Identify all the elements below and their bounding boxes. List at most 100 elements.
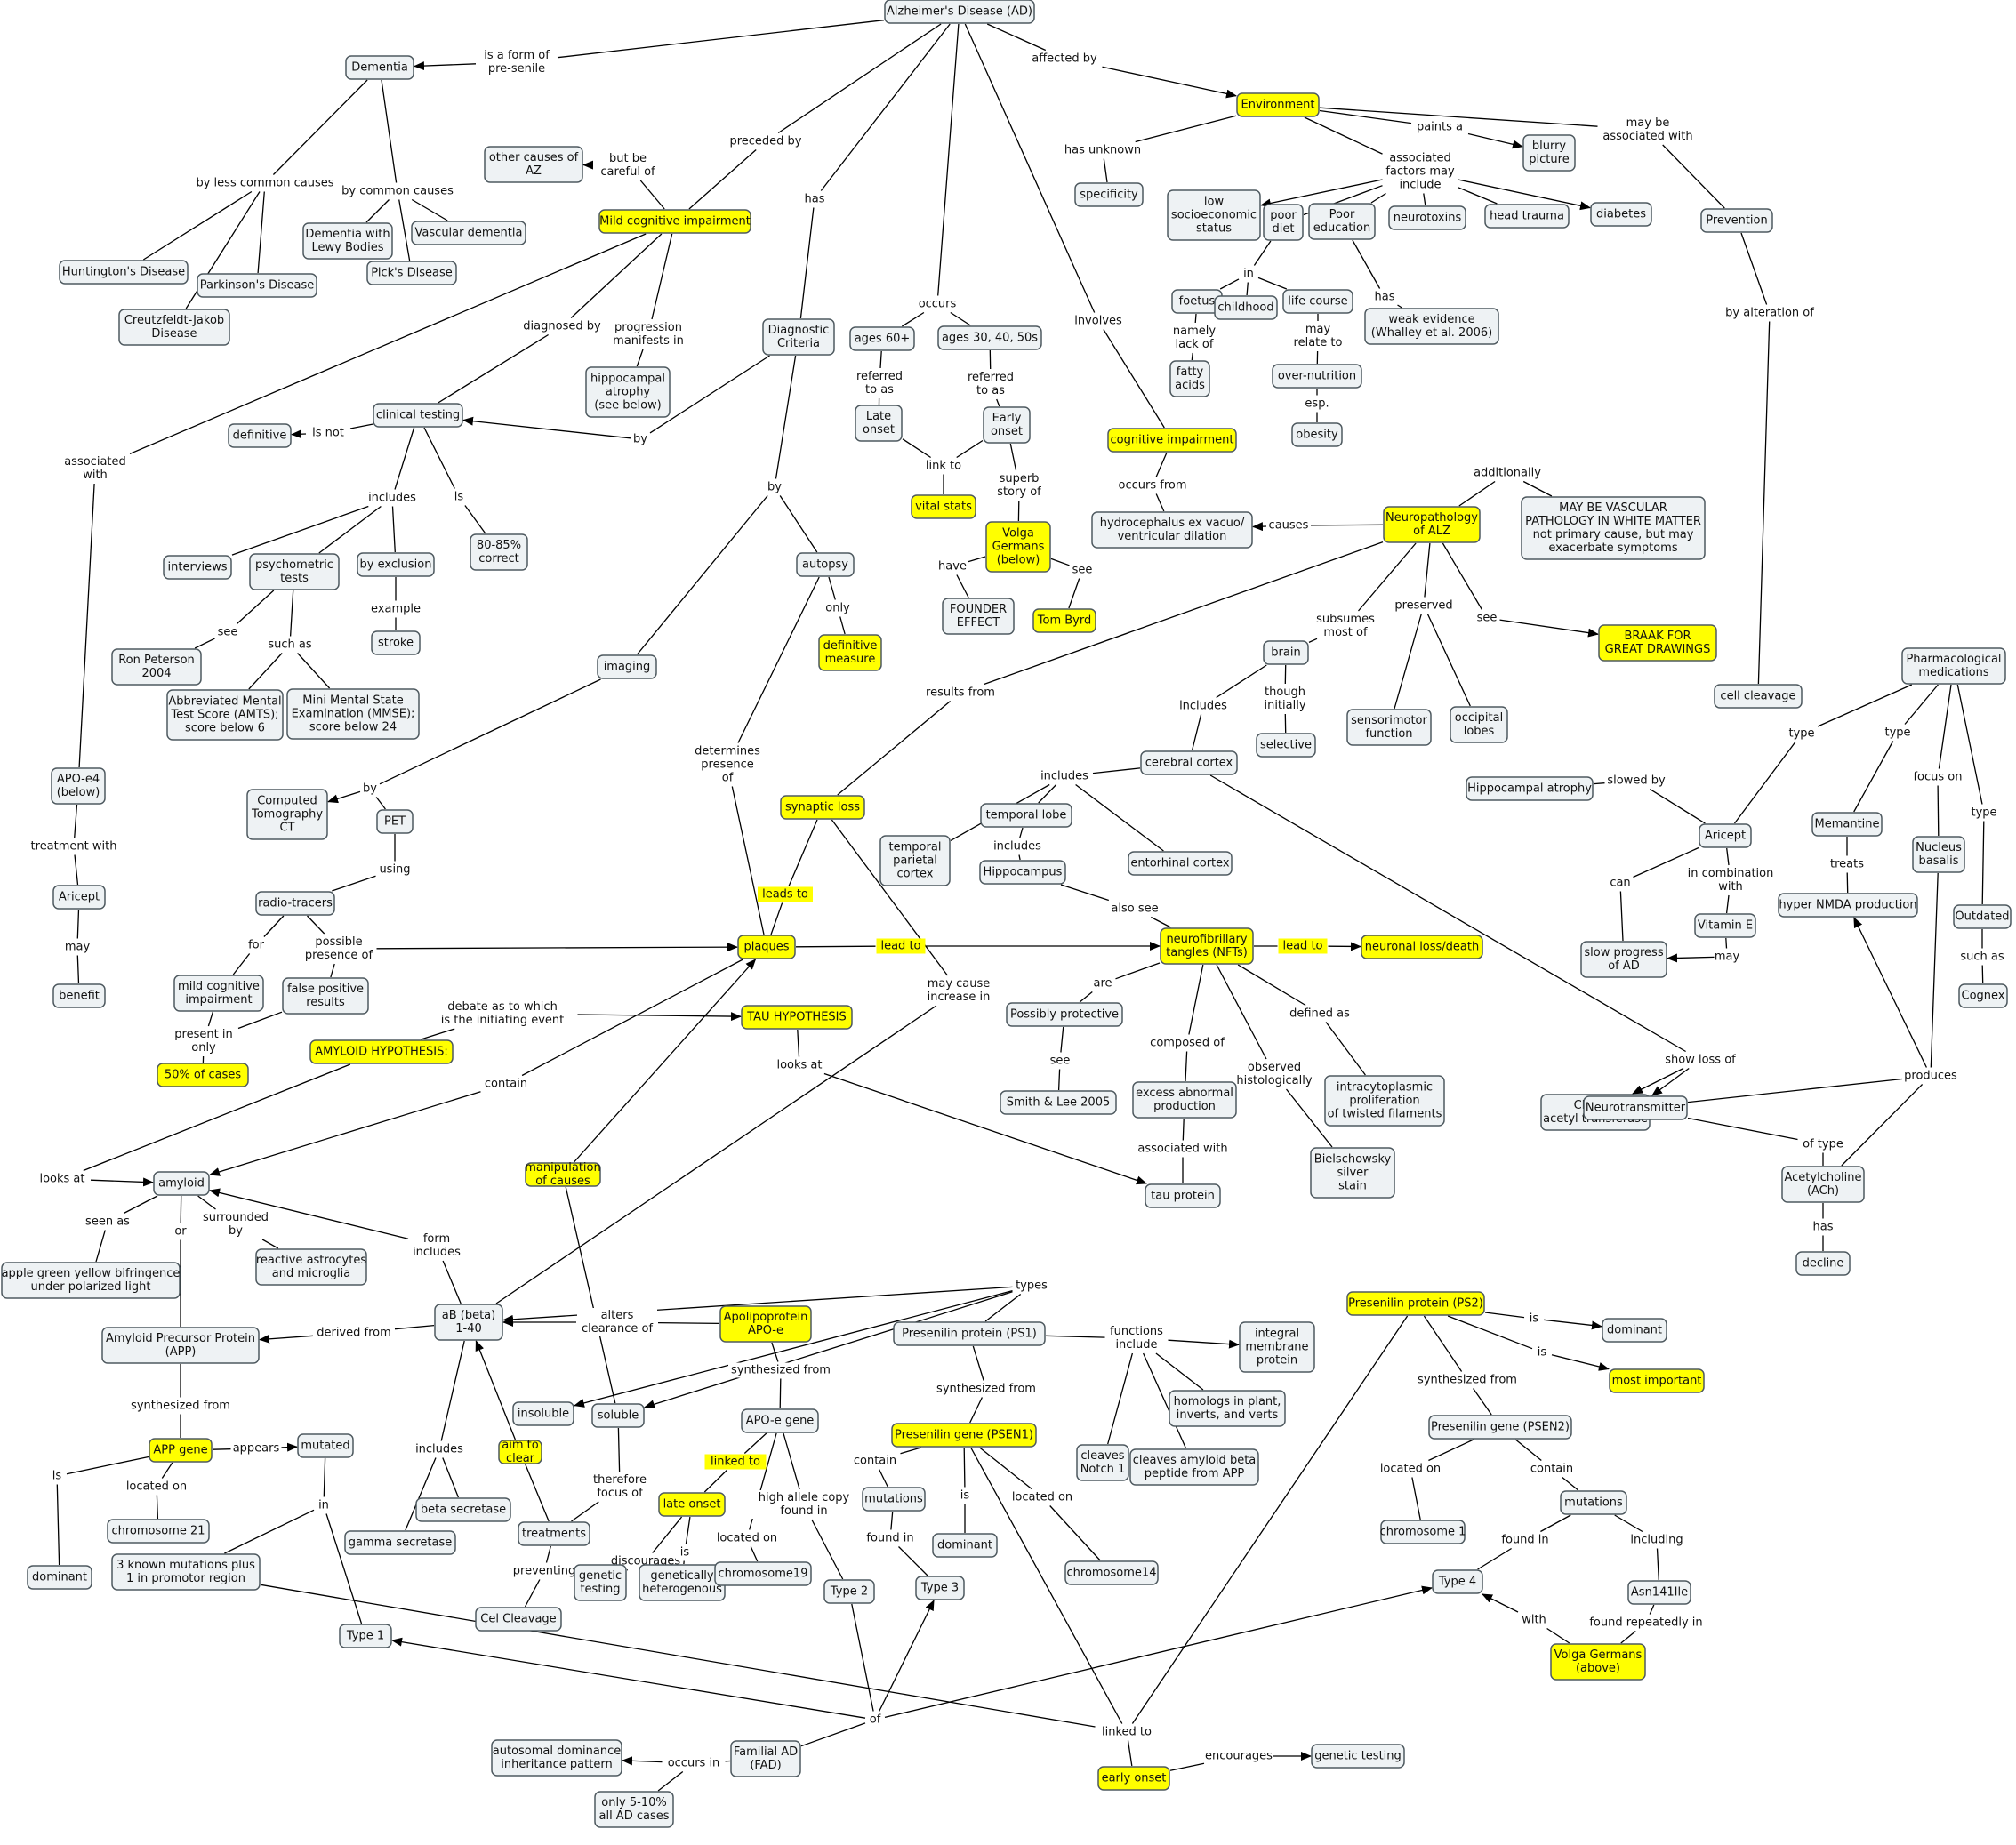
concept-imaging[interactable]: imaging [597,654,657,679]
concept-entorhinal[interactable]: entorhinal cortex [1128,851,1233,876]
concept-type4[interactable]: Type 4 [1432,1569,1483,1594]
concept-outdated[interactable]: Outdated [1953,904,2012,929]
concept-obesity[interactable]: obesity [1291,422,1343,447]
concept-fad[interactable]: Familial AD(FAD) [730,1740,801,1777]
concept-dominant-l[interactable]: dominant [27,1565,92,1590]
concept-env[interactable]: Environment [1236,92,1320,117]
concept-parkinson[interactable]: Parkinson's Disease [197,273,317,298]
concept-amyloid[interactable]: amyloid [153,1171,210,1196]
concept-protective[interactable]: Possibly protective [1006,1002,1123,1027]
concept-ages30[interactable]: ages 30, 40, 50s [937,325,1042,350]
concept-type2[interactable]: Type 2 [823,1579,875,1604]
concept-treatments[interactable]: treatments [518,1521,590,1546]
concept-plaques[interactable]: plaques [737,935,796,959]
concept-vital[interactable]: vital stats [911,494,976,519]
concept-mutated[interactable]: mutated [297,1433,354,1458]
concept-gamma[interactable]: gamma secretase [344,1530,456,1555]
concept-radio[interactable]: radio-tracers [255,891,335,916]
concept-psen2[interactable]: Presenilin gene (PSEN2) [1428,1415,1572,1440]
concept-vitamine[interactable]: Vitamin E [1694,913,1756,938]
concept-mci[interactable]: Mild cognitive impairment [598,209,751,234]
concept-soluble[interactable]: soluble [591,1403,645,1428]
concept-fifty[interactable]: 50% of cases [157,1063,249,1087]
concept-pet[interactable]: PET [376,809,414,834]
concept-memantine[interactable]: Memantine [1811,812,1883,837]
concept-type3[interactable]: Type 3 [915,1576,965,1600]
concept-apoe4[interactable]: APO-e4(below) [51,767,106,805]
concept-chr19[interactable]: chromosome19 [714,1561,812,1586]
concept-homologs[interactable]: homologs in plant,inverts, and verts [1169,1390,1286,1427]
concept-vascular[interactable]: Vascular dementia [411,221,526,245]
concept-lifecourse[interactable]: life course [1282,289,1353,314]
concept-cognex[interactable]: Cognex [1958,983,2008,1008]
concept-autopsy[interactable]: autopsy [796,552,855,577]
concept-volga2[interactable]: Volga Germans(above) [1550,1643,1646,1681]
concept-mostimp[interactable]: most important [1609,1368,1705,1393]
concept-prevention[interactable]: Prevention [1700,208,1773,233]
concept-lateonset[interactable]: late onset [658,1492,726,1517]
concept-dominant-c[interactable]: dominant [932,1533,998,1558]
concept-chr14[interactable]: chromosome14 [1064,1560,1159,1585]
concept-celcleav[interactable]: Cel Cleavage [475,1607,562,1632]
concept-mutations2[interactable]: mutations [1560,1490,1627,1515]
concept-neuronloss[interactable]: neuronal loss/death [1361,935,1483,959]
concept-chr21[interactable]: chromosome 21 [107,1519,210,1544]
concept-nmda[interactable]: hyper NMDA production [1778,893,1918,918]
concept-exclusion[interactable]: by exclusion [357,552,435,577]
concept-insoluble[interactable]: insoluble [512,1401,574,1426]
concept-type1[interactable]: Type 1 [339,1624,392,1648]
concept-dementia[interactable]: Dementia [345,55,414,80]
concept-stroke[interactable]: stroke [371,630,421,655]
concept-tombyrd[interactable]: Tom Byrd [1032,608,1096,633]
concept-hydro[interactable]: hydrocephalus ex vacuo/ventricular dilat… [1091,511,1253,549]
concept-benefit[interactable]: benefit [52,983,106,1008]
concept-aricept-r[interactable]: Aricept [1699,823,1752,848]
concept-pick[interactable]: Pick's Disease [366,261,457,285]
concept-apogene[interactable]: APP gene [149,1438,213,1463]
concept-aricept-l[interactable]: Aricept [52,885,106,910]
concept-temporal[interactable]: temporal lobe [980,803,1072,828]
concept-psen1[interactable]: Presenilin gene (PSEN1) [891,1423,1037,1448]
concept-hippocampus[interactable]: Hippocampus [979,860,1066,885]
concept-betasec[interactable]: beta secretase [415,1497,511,1522]
concept-weak[interactable]: weak evidence(Whalley et al. 2006) [1364,308,1499,345]
concept-hippoatrophy2[interactable]: Hippocampal atrophy [1466,776,1594,801]
